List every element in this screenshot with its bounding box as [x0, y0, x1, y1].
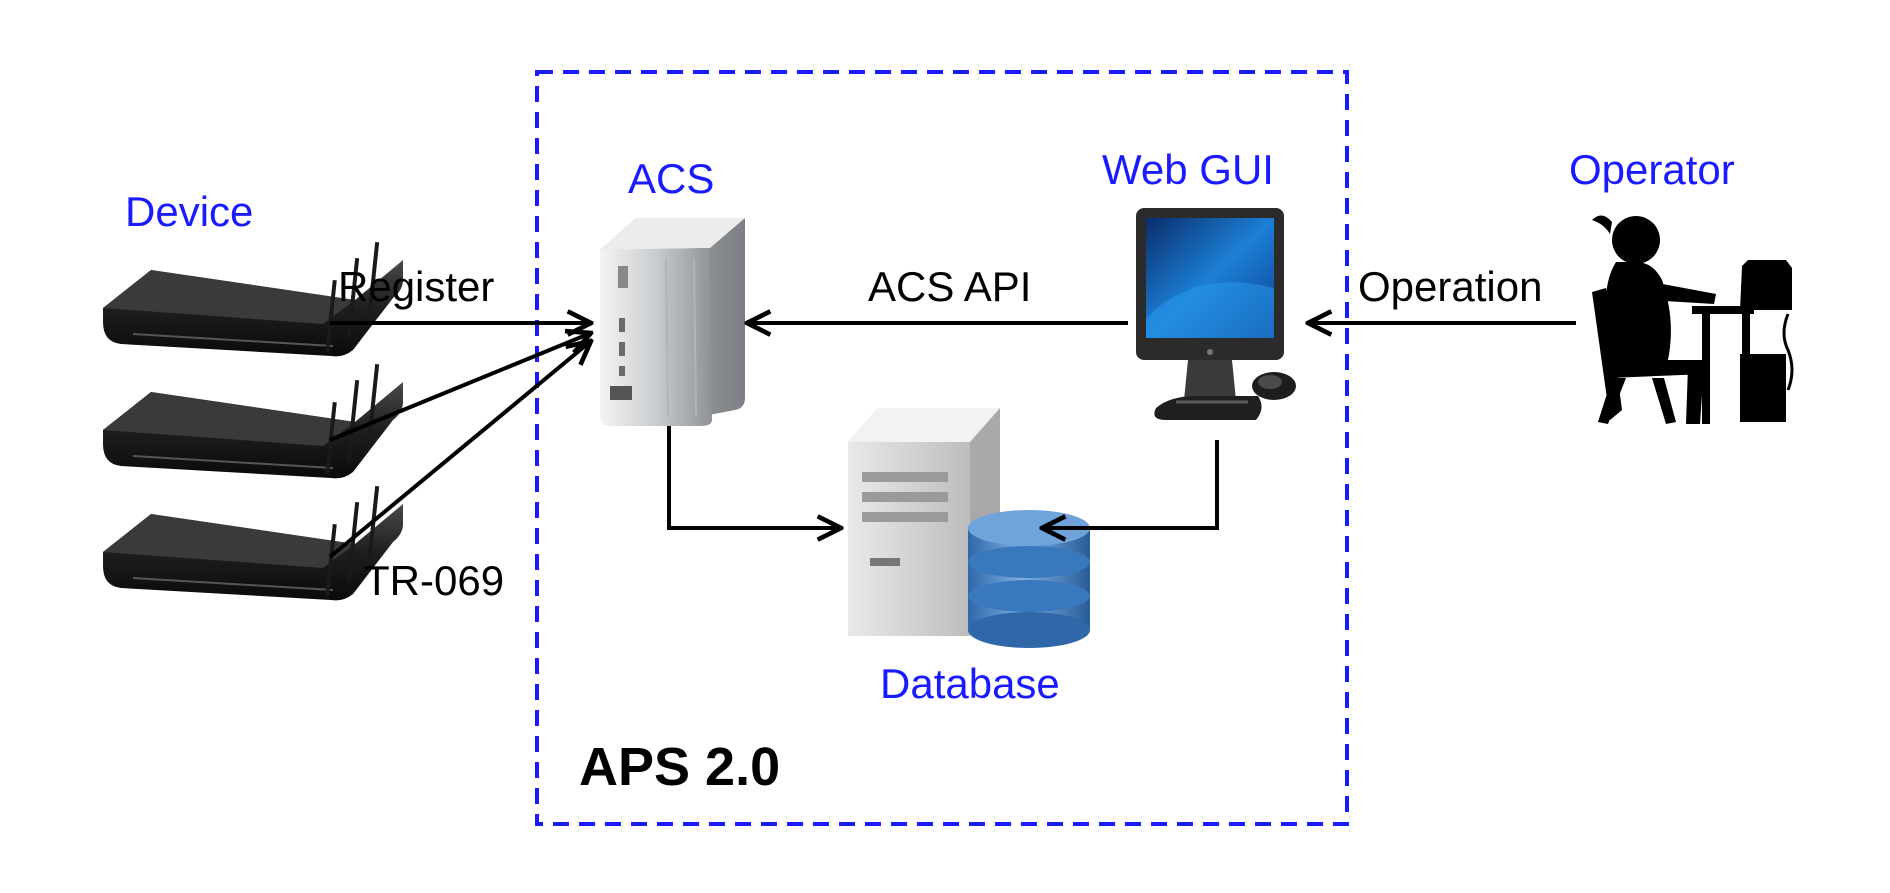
acs-to-database-connector — [667, 426, 841, 528]
tr069-arrow-middle — [329, 333, 591, 442]
tr069-label: TR-069 — [364, 557, 504, 604]
device-label: Device — [125, 188, 253, 235]
operator-label: Operator — [1569, 146, 1735, 193]
database-icon — [848, 408, 1090, 648]
person-at-computer-icon — [1592, 215, 1794, 424]
webgui-to-database-connector — [1042, 440, 1219, 528]
router-icon — [102, 485, 404, 602]
server-box-icon — [600, 218, 745, 426]
acs-api-label: ACS API — [868, 263, 1031, 310]
tr069-arrow-bottom — [328, 341, 591, 559]
operation-label: Operation — [1358, 263, 1542, 310]
monitor-icon — [1136, 208, 1296, 420]
system-boundary — [535, 70, 1349, 826]
acs-label: ACS — [628, 155, 714, 202]
system-title: APS 2.0 — [579, 737, 780, 797]
register-label: Register — [338, 263, 494, 310]
router-icon — [102, 363, 404, 480]
database-label: Database — [880, 660, 1060, 707]
web-gui-label: Web GUI — [1102, 146, 1274, 193]
